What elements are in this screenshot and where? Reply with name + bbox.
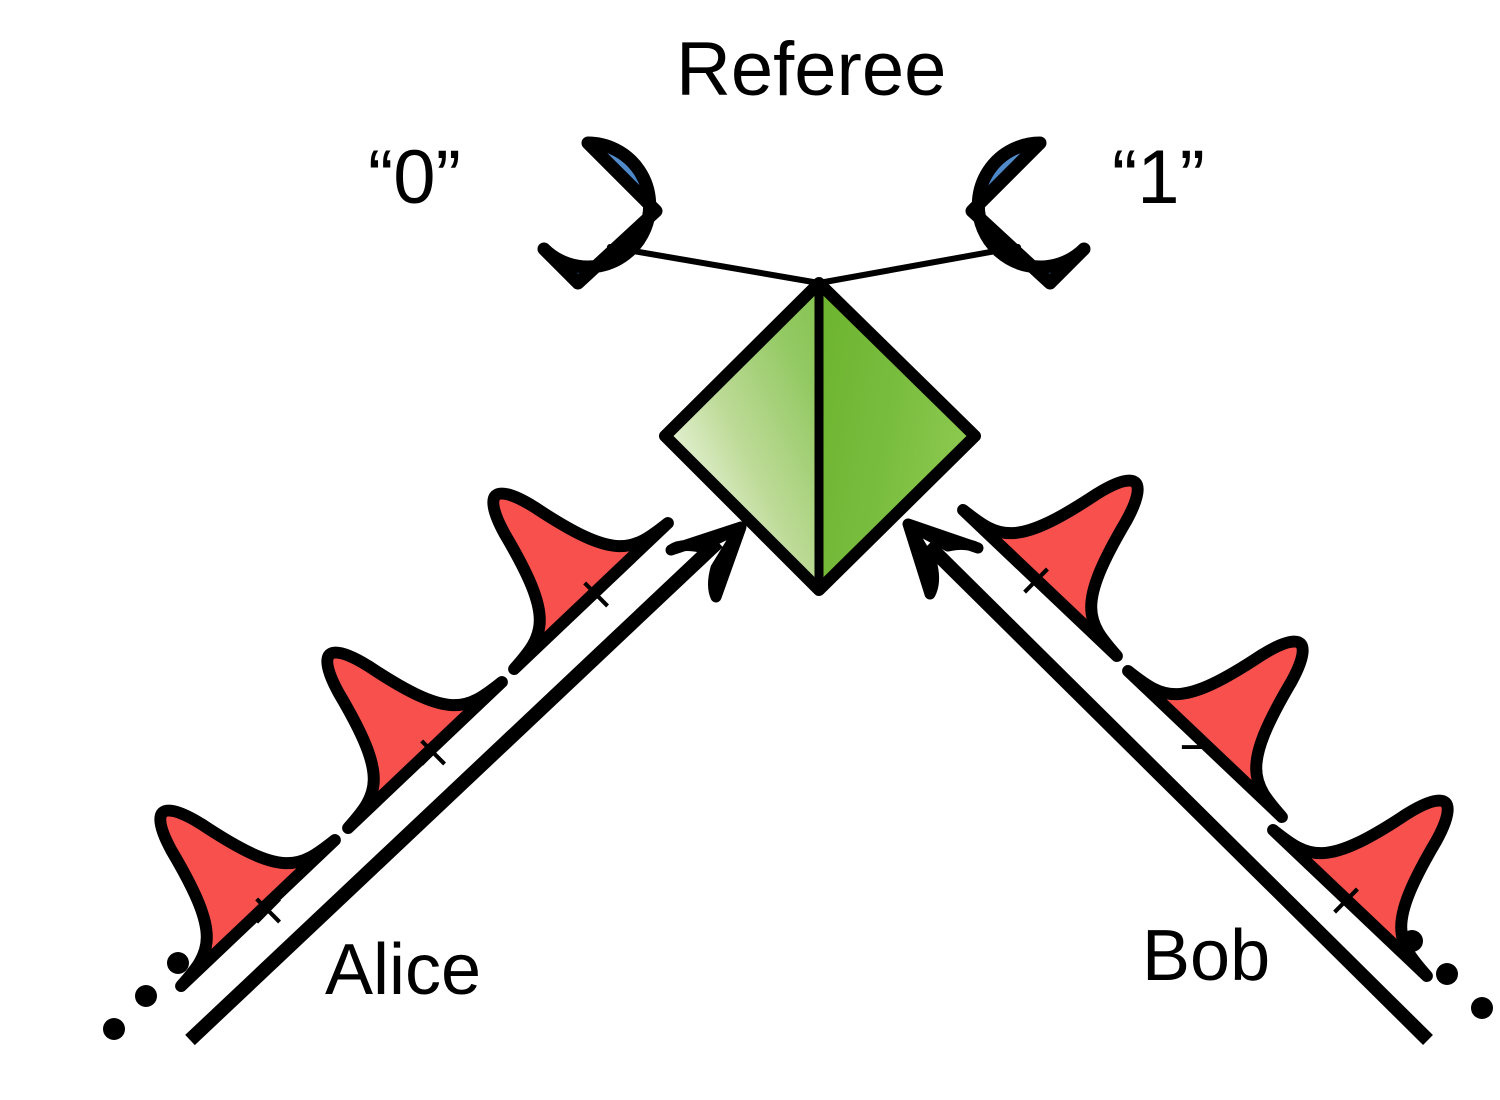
ellipsis-dot bbox=[167, 952, 189, 974]
output-links bbox=[607, 244, 1021, 286]
bob-pulse-symbol-1: – bbox=[1182, 710, 1215, 775]
alice-pulse-1 bbox=[321, 646, 508, 834]
bob-beam-group bbox=[902, 518, 1433, 1045]
bob-ellipsis bbox=[1401, 930, 1493, 1019]
bob-pulse-symbols: × – × bbox=[1019, 548, 1363, 933]
ellipsis-dot bbox=[135, 985, 157, 1007]
bob-pulse-symbol-2: × bbox=[1329, 868, 1363, 933]
alice-pulse-symbols: × × × bbox=[251, 562, 613, 943]
bob-pulses bbox=[957, 474, 1454, 982]
bob-pulse-1 bbox=[1122, 635, 1309, 823]
pulse-shape bbox=[1122, 635, 1309, 823]
alice-pulse-symbol-2: × bbox=[579, 562, 613, 627]
bob-beam-line bbox=[923, 540, 1433, 1045]
alice-pulse-2 bbox=[487, 487, 674, 675]
detector-1-label: “1” bbox=[1112, 135, 1205, 220]
alice-pulse-symbol-1: × bbox=[416, 720, 450, 785]
link-to-detector-1 bbox=[816, 244, 1021, 286]
alice-pulses bbox=[154, 487, 674, 992]
bob-pulse-2 bbox=[1267, 794, 1454, 982]
detector-0-label: “0” bbox=[368, 135, 461, 220]
detector-0[interactable] bbox=[537, 136, 663, 290]
detector-1[interactable] bbox=[965, 136, 1091, 290]
pulse-shape bbox=[154, 804, 341, 992]
alice-beam-line bbox=[185, 536, 723, 1046]
ellipsis-dot bbox=[103, 1018, 125, 1040]
link-to-detector-0 bbox=[607, 244, 822, 286]
alice-label: Alice bbox=[325, 930, 482, 1010]
bob-pulse-symbol-0: × bbox=[1019, 548, 1053, 613]
pulse-shape bbox=[957, 474, 1144, 662]
bob-arrowhead bbox=[902, 518, 984, 600]
alice-pulse-0 bbox=[154, 804, 341, 992]
detector-1-body[interactable] bbox=[965, 136, 1091, 290]
alice-pulse-symbol-0: × bbox=[251, 878, 285, 943]
referee-label: Referee bbox=[676, 27, 947, 112]
ellipsis-dot bbox=[1471, 997, 1493, 1019]
beamsplitter[interactable] bbox=[659, 277, 981, 596]
alice-ellipsis bbox=[103, 952, 189, 1040]
beamsplitter-left-half bbox=[665, 283, 819, 590]
pulse-shape bbox=[487, 487, 674, 675]
pulse-shape bbox=[321, 646, 508, 834]
ellipsis-dot bbox=[1401, 930, 1423, 952]
alice-arrowhead bbox=[665, 521, 747, 603]
bob-pulse-0 bbox=[957, 474, 1144, 662]
bob-label: Bob bbox=[1142, 916, 1271, 996]
detector-0-body[interactable] bbox=[537, 136, 663, 290]
ellipsis-dot bbox=[1436, 963, 1458, 985]
pulse-shape bbox=[1267, 794, 1454, 982]
alice-beam-group bbox=[185, 521, 747, 1046]
beamsplitter-right-half bbox=[819, 283, 975, 590]
